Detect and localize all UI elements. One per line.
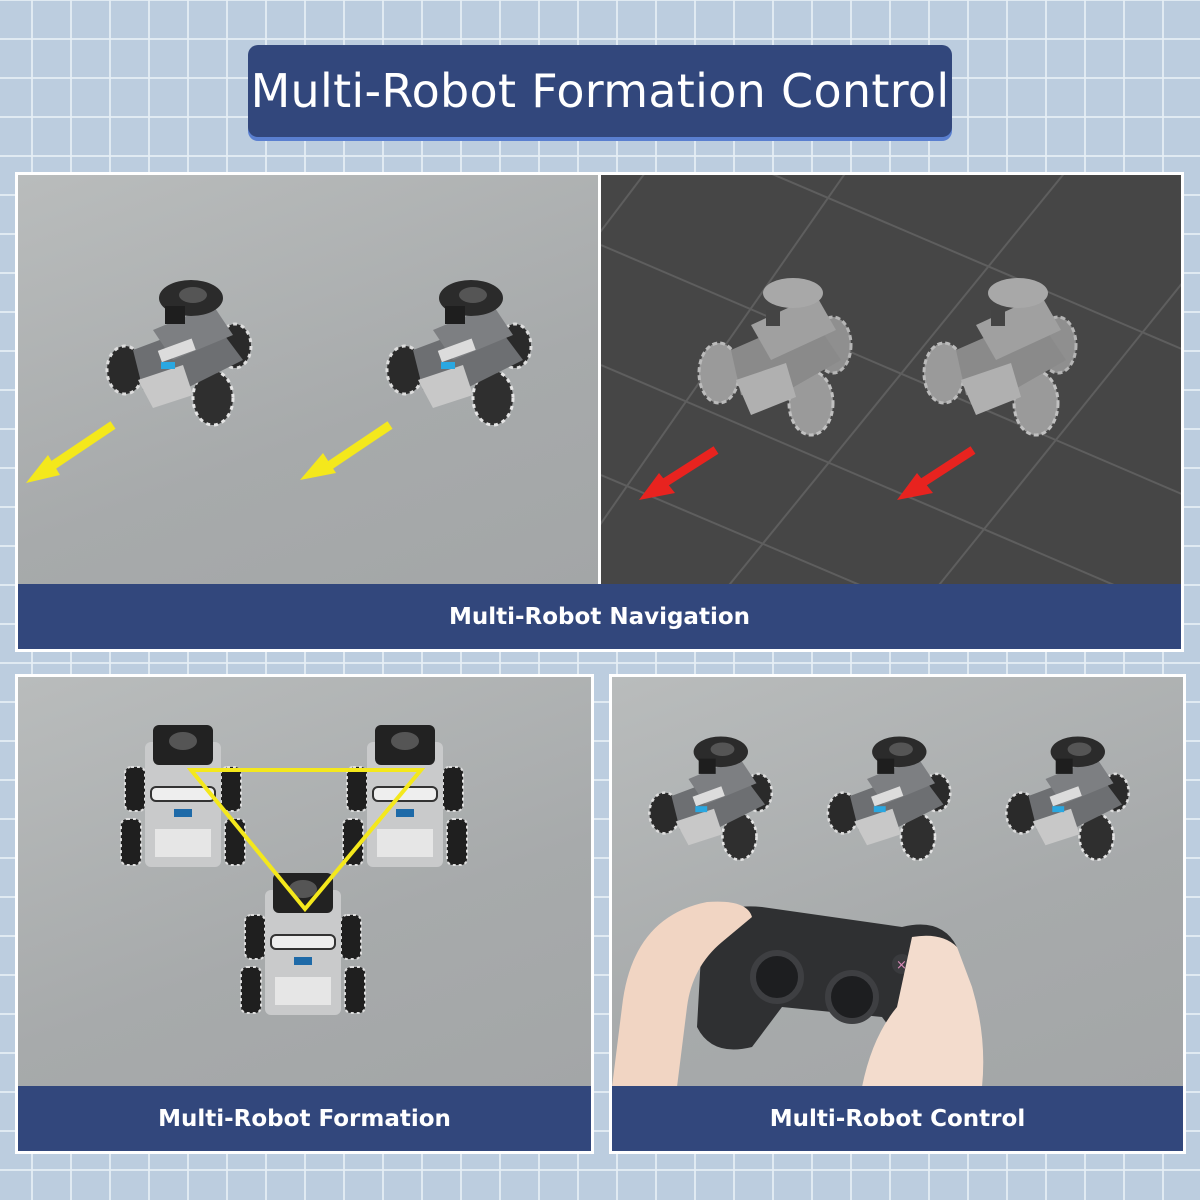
caption-control: Multi-Robot Control <box>612 1086 1183 1151</box>
direction-arrow-icon <box>300 421 393 480</box>
svg-text:×: × <box>896 958 907 973</box>
navigation-simulation-view <box>601 175 1181 585</box>
left-hand <box>612 901 752 1087</box>
navigation-real-photo <box>18 175 598 585</box>
formation-photo <box>18 677 591 1087</box>
formation-triangle-icon <box>186 768 426 913</box>
control-photo: × <box>612 677 1183 1087</box>
title-banner: Multi-Robot Formation Control <box>248 45 952 137</box>
page-title: Multi-Robot Formation Control <box>250 64 950 118</box>
panel-multi-robot-navigation: Multi-Robot Navigation <box>15 172 1184 652</box>
panel-multi-robot-control: × Multi-Robot Control <box>609 674 1186 1154</box>
panel-multi-robot-formation: Multi-Robot Formation <box>15 674 594 1154</box>
direction-arrow-icon <box>897 446 976 500</box>
direction-arrow-icon <box>639 446 719 500</box>
caption-navigation: Multi-Robot Navigation <box>18 584 1181 649</box>
direction-arrow-icon <box>26 421 116 483</box>
right-hand <box>862 935 984 1087</box>
caption-formation: Multi-Robot Formation <box>18 1086 591 1151</box>
